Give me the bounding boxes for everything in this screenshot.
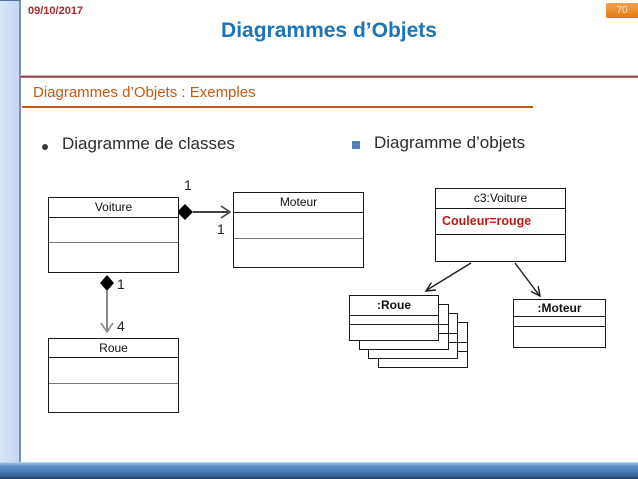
object-box-moteur: :Moteur (513, 299, 606, 348)
bullet-dot-icon (42, 144, 48, 150)
subtitle: Diagrammes d’Objets : Exemples (33, 84, 256, 101)
multiplicity-label: 1 (117, 276, 125, 292)
link-c3voiture-moteur (514, 262, 540, 296)
class-box-roue: Roue (48, 338, 179, 413)
compartment-divider (514, 326, 605, 327)
bullet-square-icon (352, 141, 360, 149)
header-divider-line (20, 75, 638, 78)
class-name-voiture: Voiture (94, 200, 133, 214)
multiplicity-label: 4 (117, 318, 125, 334)
class-name-moteur: Moteur (279, 195, 318, 209)
object-name-c3voiture: c3:Voiture (473, 191, 528, 205)
compartment-divider (49, 383, 178, 384)
class-box-moteur: Moteur (233, 192, 364, 268)
compartment-divider (49, 217, 178, 218)
arrowhead-obj-roue (424, 282, 437, 292)
multiplicity-label: 1 (217, 221, 225, 237)
footer-bar (0, 462, 638, 479)
arrowhead-moteur (220, 205, 232, 219)
object-attribute-couleur: Couleur=rouge (442, 214, 532, 228)
compartment-divider (514, 316, 605, 317)
link-c3voiture-roue (426, 262, 472, 291)
object-name-moteur: :Moteur (537, 301, 582, 315)
object-name-roue: :Roue (377, 298, 411, 312)
compartment-divider (436, 234, 565, 235)
arrowhead-roue (100, 322, 114, 334)
compartment-divider (350, 315, 438, 316)
compartment-divider (436, 208, 565, 209)
compartment-divider (49, 242, 178, 243)
subtitle-underline (22, 106, 533, 108)
slide-date: 09/10/2017 (28, 5, 84, 17)
compartment-divider (350, 324, 438, 325)
aggregation-diamond-roue (100, 275, 114, 291)
compartment-divider (234, 238, 363, 239)
class-name-roue: Roue (99, 341, 128, 355)
compartment-divider (234, 212, 363, 213)
aggregation-diamond-moteur (177, 204, 193, 220)
left-section-heading: Diagramme de classes (62, 134, 235, 153)
slide-number-badge: 70 (606, 3, 638, 18)
left-accent-stripe (0, 0, 21, 464)
arrowhead-obj-moteur (530, 285, 541, 298)
right-section-heading: Diagramme d’objets (374, 133, 526, 152)
object-box-c3voiture: c3:Voiture Couleur=rouge (435, 188, 566, 262)
slide-title: Diagrammes d’Objets (221, 19, 437, 42)
multiplicity-label: 1 (184, 177, 192, 193)
class-box-voiture: Voiture (48, 197, 179, 273)
compartment-divider (49, 357, 178, 358)
object-box-roue: :Roue (349, 295, 439, 341)
